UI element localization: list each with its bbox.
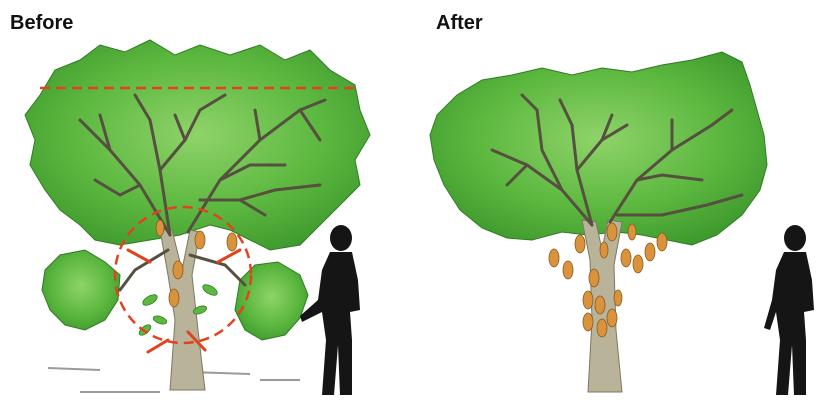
cocoa-pod-icon <box>589 269 599 287</box>
cocoa-pod-icon <box>633 255 643 273</box>
cocoa-pod-icon <box>657 233 667 251</box>
cocoa-pod-icon <box>583 313 593 331</box>
cocoa-pod-icon <box>595 296 605 314</box>
cocoa-pod-icon <box>156 220 164 236</box>
cocoa-pod-icon <box>621 249 631 267</box>
cocoa-pod-icon <box>607 309 617 327</box>
cocoa-pod-icon <box>607 223 617 241</box>
before-canopy <box>25 40 370 340</box>
cocoa-pod-icon <box>614 290 622 306</box>
cocoa-pod-icon <box>628 224 636 240</box>
cocoa-pod-icon <box>549 249 559 267</box>
after-illustration <box>412 0 825 405</box>
before-illustration <box>0 0 412 405</box>
after-panel: After <box>412 0 825 405</box>
cocoa-pod-icon <box>645 243 655 261</box>
before-panel: Before <box>0 0 412 405</box>
cocoa-pod-icon <box>227 233 237 251</box>
cocoa-pod-icon <box>597 319 607 337</box>
cocoa-pod-icon <box>575 235 585 253</box>
cocoa-pod-icon <box>195 231 205 249</box>
person-silhouette-icon <box>764 225 814 395</box>
cocoa-pod-icon <box>583 291 593 309</box>
cocoa-pod-icon <box>169 289 179 307</box>
cocoa-pod-icon <box>563 261 573 279</box>
person-silhouette-icon <box>300 225 360 395</box>
cocoa-pod-icon <box>173 261 183 279</box>
after-canopy <box>430 52 767 245</box>
cocoa-pod-icon <box>600 242 608 258</box>
